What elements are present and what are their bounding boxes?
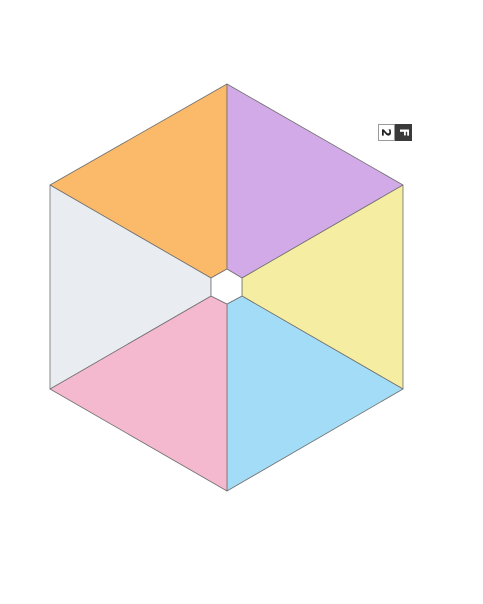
face-tag-number: 2 <box>378 124 395 141</box>
center-hexagon <box>210 268 243 305</box>
face-tag: F 2 <box>377 124 412 141</box>
face-tag-letter: F <box>395 124 412 141</box>
hexagon-wedges <box>49 83 404 492</box>
